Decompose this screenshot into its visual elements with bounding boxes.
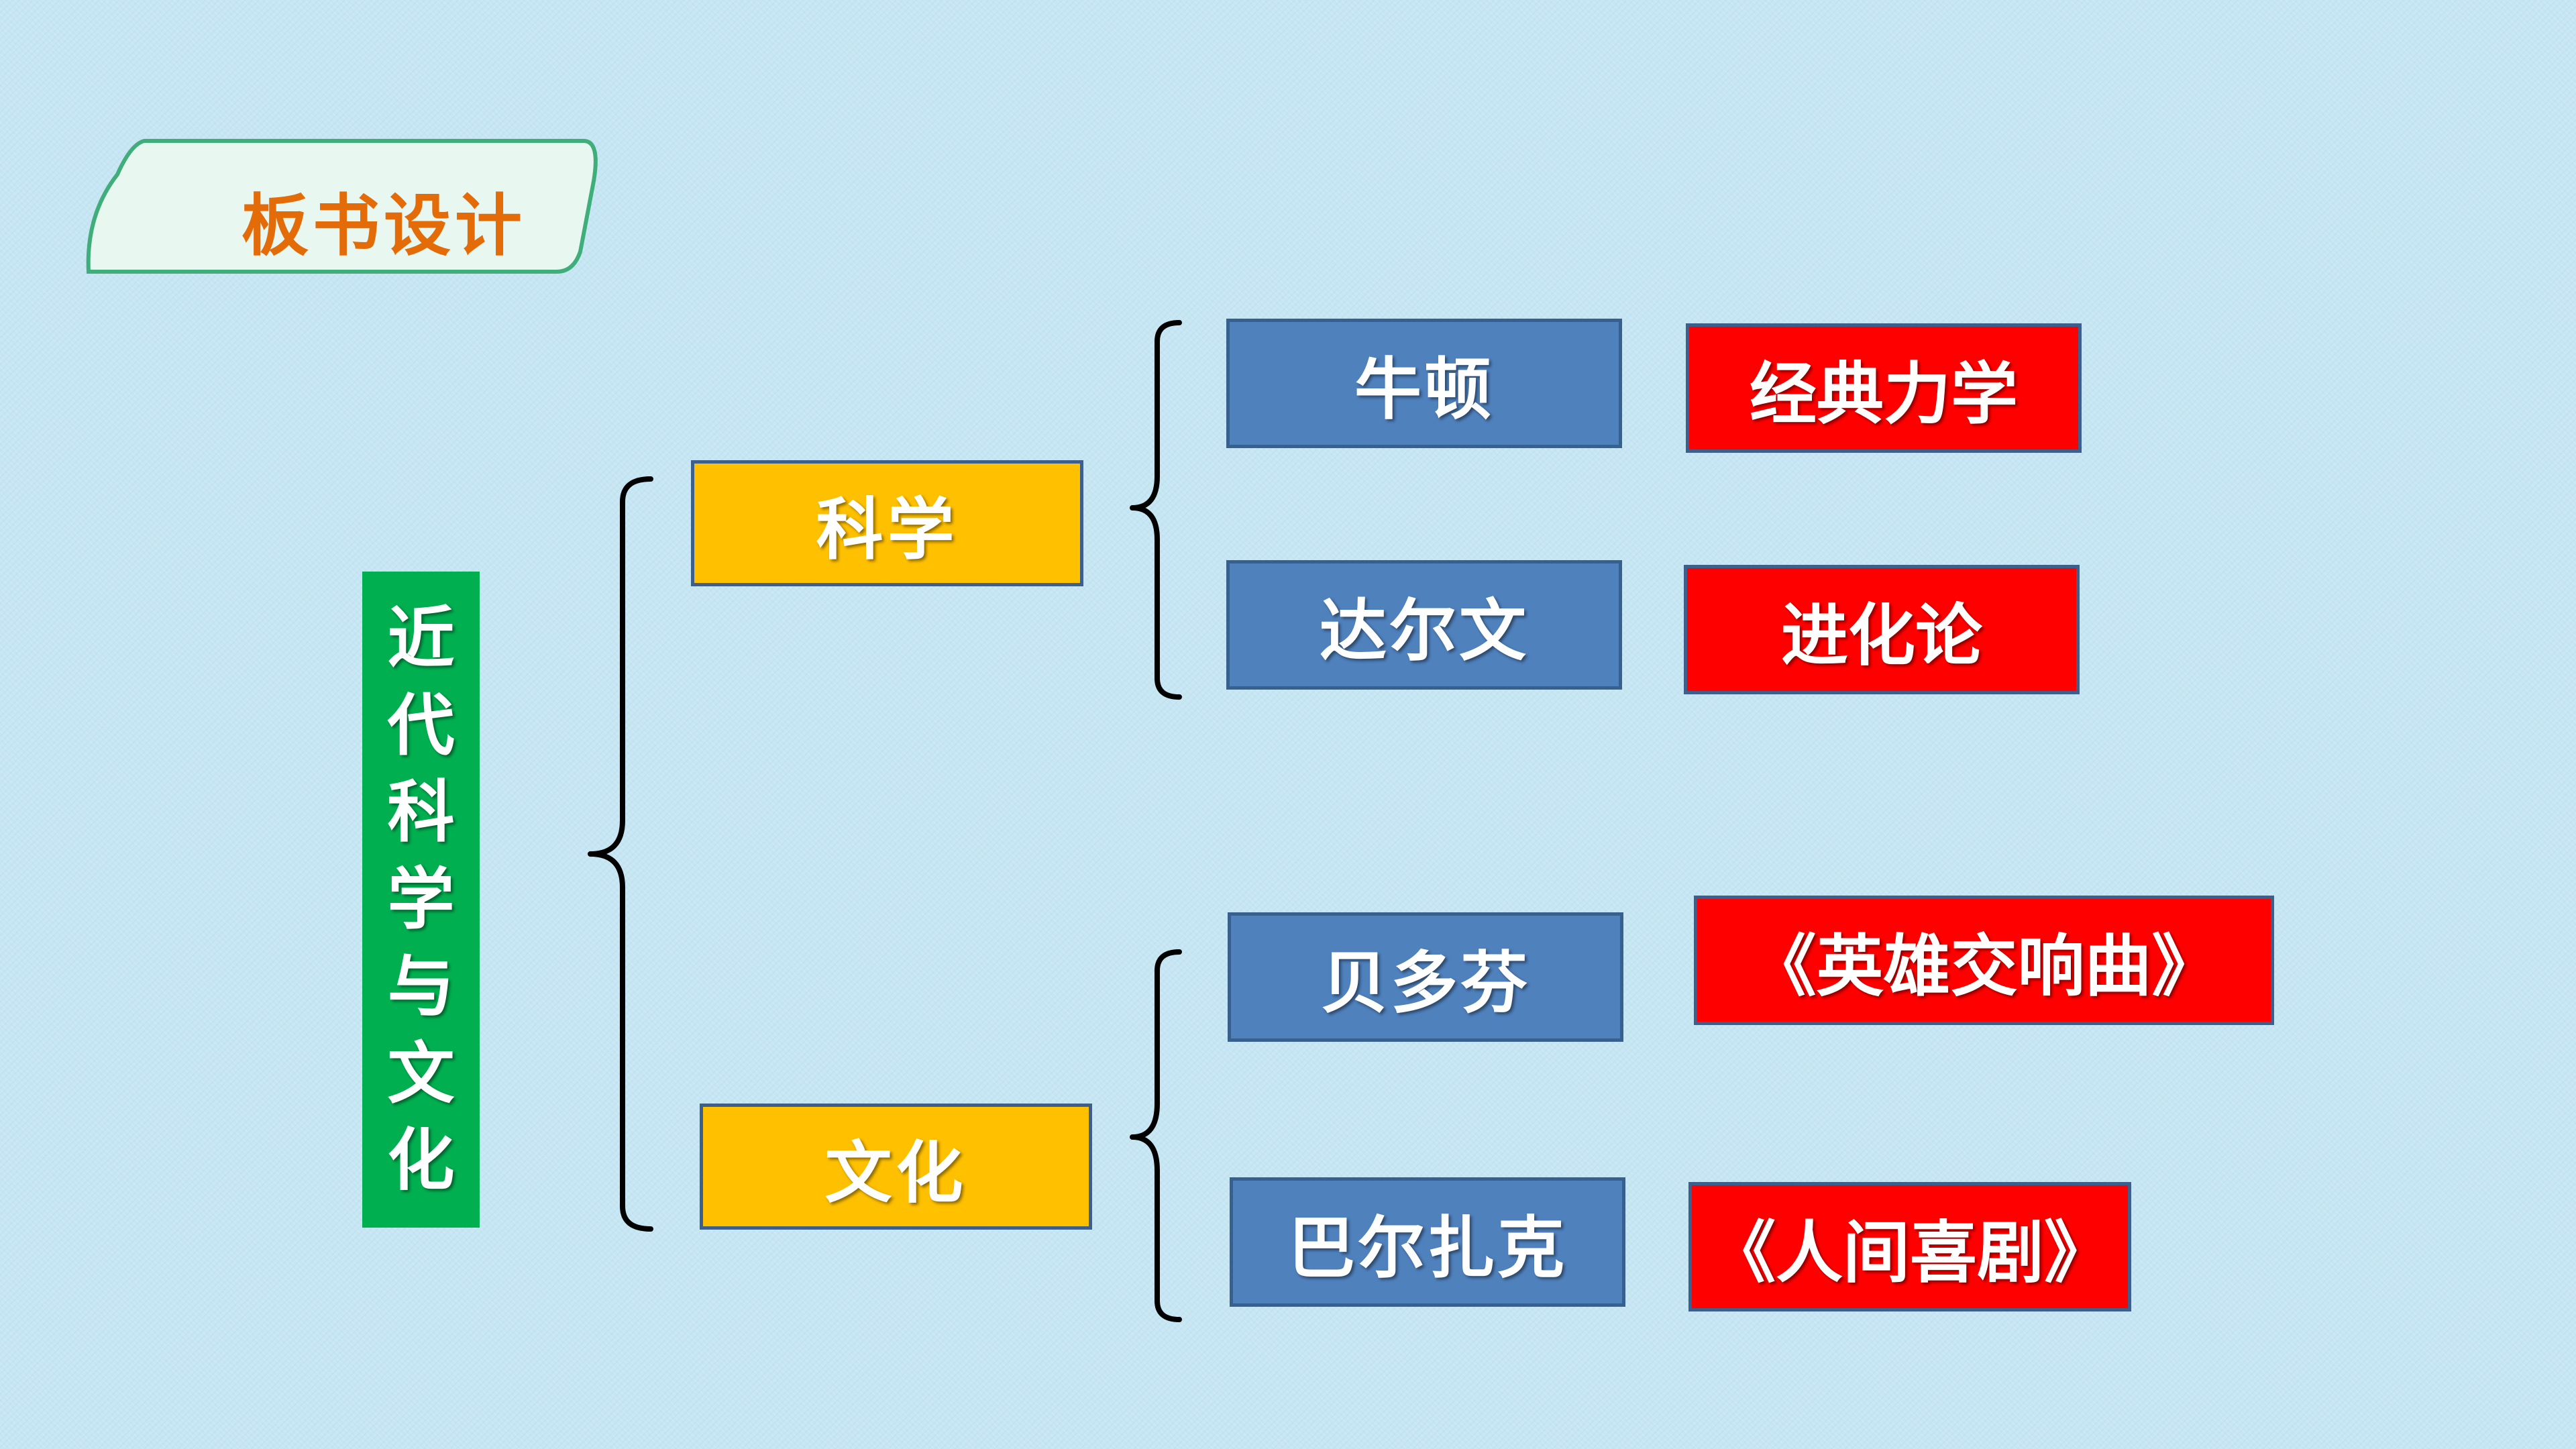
person-beethoven: 贝多芬 bbox=[1228, 912, 1623, 1042]
root-char: 学 bbox=[387, 860, 455, 938]
work-eroica-symphony: 《英雄交响曲》 bbox=[1694, 896, 2274, 1025]
culture-brace bbox=[1130, 949, 1182, 1322]
category-culture: 文化 bbox=[700, 1104, 1092, 1230]
main-brace bbox=[588, 476, 653, 1232]
root-char: 代 bbox=[387, 686, 455, 765]
root-char: 科 bbox=[387, 773, 455, 852]
work-classical-mechanics: 经典力学 bbox=[1686, 323, 2082, 453]
work-human-comedy: 《人间喜剧》 bbox=[1688, 1182, 2131, 1311]
category-science: 科学 bbox=[691, 460, 1083, 586]
heading-tab-shape bbox=[86, 139, 598, 274]
person-newton: 牛顿 bbox=[1226, 319, 1622, 448]
root-char: 与 bbox=[387, 947, 455, 1026]
person-balzac: 巴尔扎克 bbox=[1230, 1177, 1625, 1307]
root-char: 化 bbox=[387, 1121, 455, 1200]
heading-title: 板书设计 bbox=[241, 186, 526, 265]
person-darwin: 达尔文 bbox=[1226, 560, 1622, 690]
root-node: 近 代 科 学 与 文 化 bbox=[362, 572, 480, 1228]
work-evolution: 进化论 bbox=[1684, 565, 2080, 694]
root-char: 文 bbox=[387, 1034, 455, 1113]
root-char: 近 bbox=[387, 598, 455, 678]
science-brace bbox=[1130, 320, 1182, 700]
